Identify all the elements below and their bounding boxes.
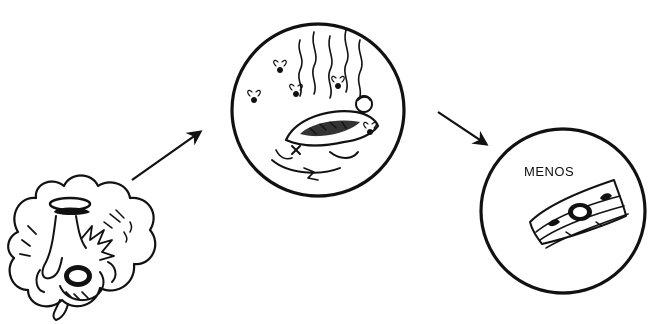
money-bills-icon xyxy=(530,180,628,248)
rotting-fish-with-flies-icon xyxy=(248,30,378,180)
money-panel: MENOS xyxy=(481,129,645,293)
menos-label: MENOS xyxy=(524,164,574,179)
fisherman-with-fish-icon xyxy=(8,176,155,321)
arrow-icon xyxy=(132,132,200,180)
arrow-icon xyxy=(438,112,486,144)
rotting-fish-panel xyxy=(232,24,404,196)
